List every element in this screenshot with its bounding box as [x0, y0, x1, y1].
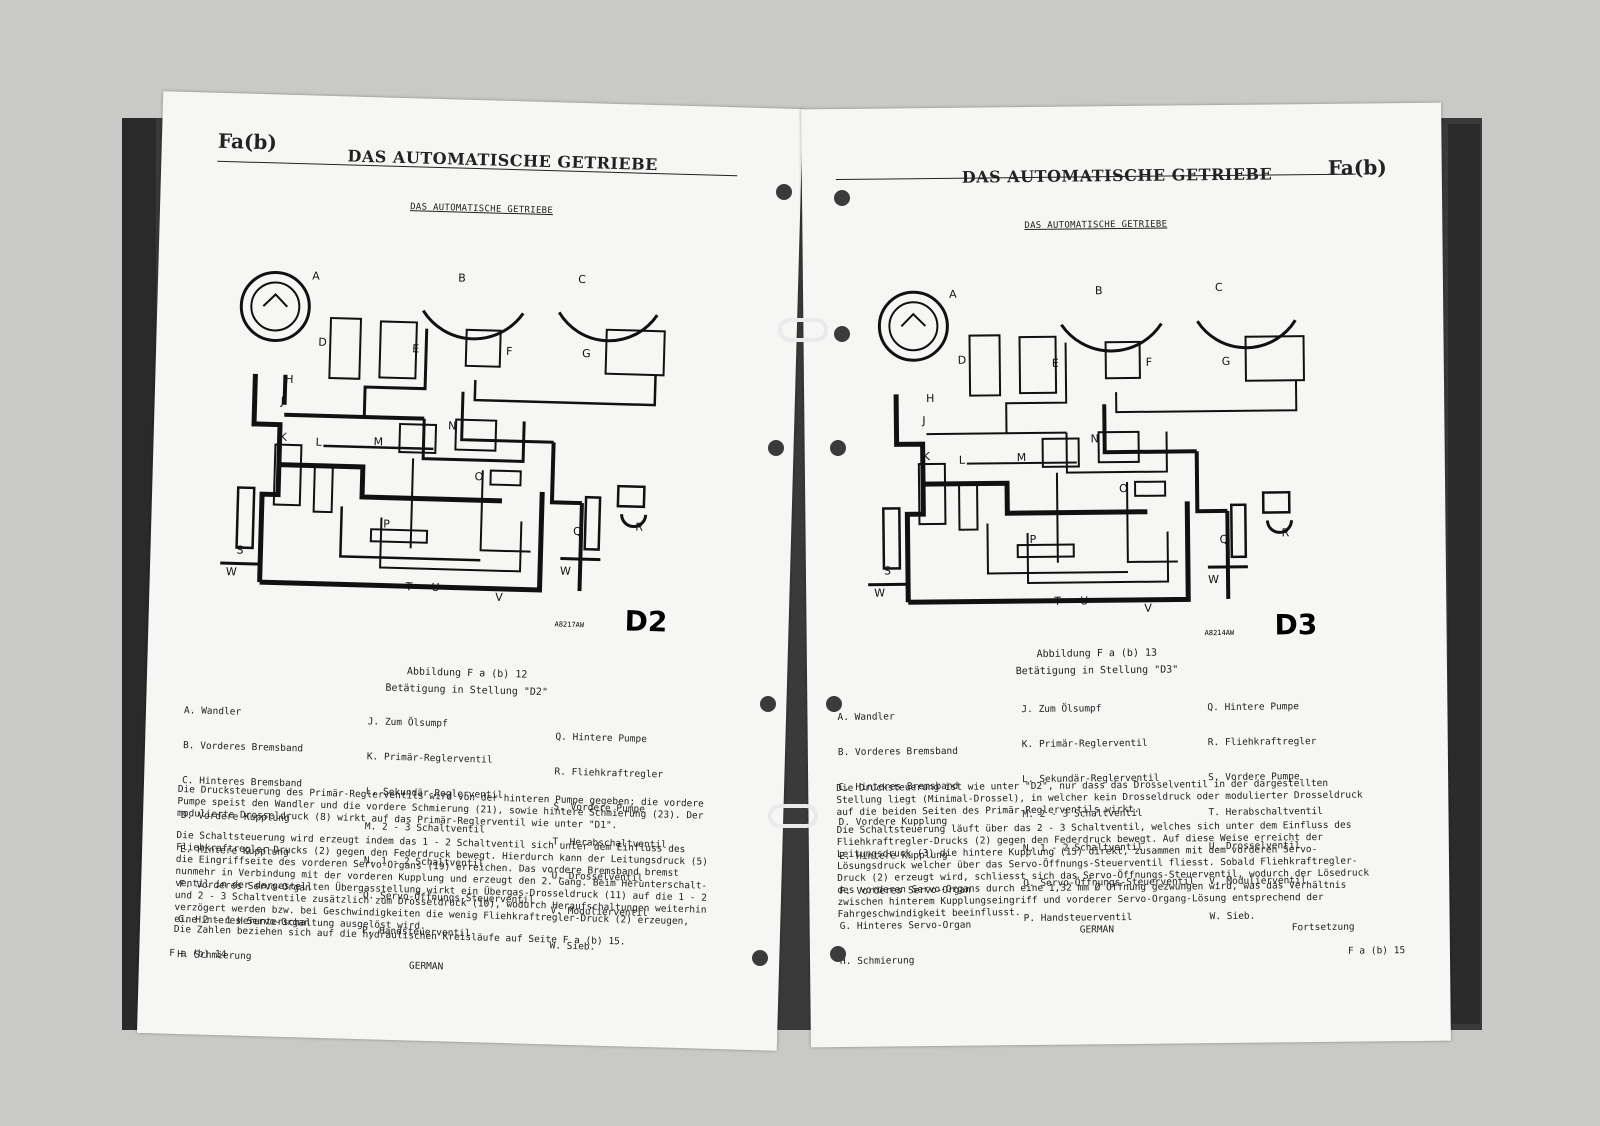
diagram-label-l: L — [959, 454, 966, 467]
language-tag: GERMAN — [408, 960, 444, 973]
diagram-label-a: A — [312, 269, 320, 282]
diagram-label-k: K — [279, 431, 287, 444]
body-paragraph-1: Die Drucksteuerung ist wie unter "D2", n… — [836, 777, 1363, 819]
continued-label: Fortsetzung — [1291, 921, 1355, 934]
legend-item: G. Hinteres Servo-Organ — [839, 919, 972, 932]
diagram-label-n: N — [1091, 432, 1099, 445]
diagram-label-j: J — [279, 395, 284, 408]
diagram-label-q: Q — [573, 525, 582, 538]
punch-hole — [768, 440, 784, 456]
legend-item: R. Fliehkraftregler — [1207, 735, 1317, 749]
body-paragraph-2: Die Schaltsteuerung wird erzeugt indem d… — [174, 829, 709, 932]
diagram-label-o: O — [1119, 482, 1128, 495]
binder-spine-right — [1448, 124, 1480, 1024]
figure-number: Abbildung F a (b) 13 — [1036, 647, 1158, 660]
diagram-label-u: U — [431, 581, 439, 594]
diagram-label-d: D — [318, 336, 327, 349]
page-number: F a (b) 15 — [1347, 945, 1406, 957]
legend-item: K. Primär-Reglerventil — [1021, 737, 1148, 751]
diagram-label-w: W — [226, 565, 237, 578]
diagram-label-t: T — [1053, 595, 1061, 608]
right-page: DAS AUTOMATISCHE GETRIEBE Fa(b) DAS AUTO… — [801, 102, 1451, 1048]
punch-hole — [752, 950, 768, 966]
diagram-label-t: T — [404, 580, 412, 593]
header-title: DAS AUTOMATISCHE GETRIEBE — [347, 146, 659, 175]
punch-hole — [834, 190, 850, 206]
diagram-label-g: G — [582, 347, 591, 360]
diagram-label-c: C — [578, 273, 586, 286]
diagram-label-g: G — [1222, 355, 1231, 368]
figure-number: Abbildung F a (b) 12 — [406, 666, 528, 681]
body-paragraph-2: Die Schaltsteuerung läuft über das 2 - 3… — [836, 819, 1370, 921]
diagram-label-u: U — [1080, 594, 1088, 607]
diagram-label-a: A — [949, 288, 957, 301]
diagram-label-n: N — [448, 419, 457, 432]
diagram-label-h: H — [926, 392, 934, 405]
punch-hole — [830, 440, 846, 456]
diagram-label-p: P — [1030, 533, 1037, 546]
diagram-label-o: O — [474, 470, 483, 483]
diagram-label-f: F — [1146, 356, 1152, 369]
diagram-label-e: E — [412, 342, 419, 355]
diagram-label-m: M — [1017, 451, 1027, 464]
language-tag: GERMAN — [1079, 924, 1115, 936]
diagram-ref: A8214AW — [1205, 629, 1235, 637]
legend-item: J. Zum Ölsumpf — [367, 716, 448, 730]
diagram-position-label: D2 — [624, 604, 668, 638]
diagram-label-d: D — [958, 354, 967, 367]
diagram-label-s: S — [884, 564, 891, 577]
diagram-label-r: R — [1281, 526, 1289, 539]
diagram-label-r: R — [635, 521, 643, 534]
subheading: DAS AUTOMATISCHE GETRIEBE — [1024, 219, 1168, 232]
diagram-label-e: E — [1052, 357, 1059, 370]
figure-caption: Abbildung F a (b) 13 Betätigung in Stell… — [977, 647, 1217, 678]
diagram-position-label: D3 — [1274, 608, 1317, 641]
punch-hole — [776, 184, 792, 200]
diagram-label-h: H — [285, 373, 294, 386]
hydraulic-diagram-d3: A B C D E F G H J K L M N O P Q R S T U … — [868, 281, 1317, 641]
legend-item: B. Vorderes Bremsband — [837, 745, 959, 758]
punch-hole — [834, 326, 850, 342]
diagram-label-s: S — [236, 543, 243, 556]
punch-hole — [826, 696, 842, 712]
diagram-label-w2: W — [560, 565, 571, 578]
hydraulic-diagram-d2: A B C D E F G H J K L M N O P Q R S T U … — [220, 269, 668, 639]
diagram-label-j: J — [921, 414, 925, 427]
diagram-label-w: W — [874, 587, 885, 600]
legend-item: B. Vorderes Bremsband — [182, 740, 304, 755]
punch-hole — [830, 946, 846, 962]
legend-item: Q. Hintere Pumpe — [1207, 701, 1299, 714]
diagram-label-b: B — [1095, 284, 1103, 297]
legend-item: J. Zum Ölsumpf — [1021, 703, 1102, 716]
diagram-label-w2: W — [1208, 573, 1219, 586]
legend-item: R. Fliehkraftregler — [554, 766, 664, 781]
diagram-label-k: K — [923, 450, 931, 463]
diagram-label-v: V — [1144, 602, 1152, 615]
diagram-label-p: P — [383, 518, 390, 531]
diagram-label-l: L — [315, 436, 322, 449]
diagram-label-c: C — [1215, 281, 1223, 294]
punch-hole — [760, 696, 776, 712]
page-code: Fa(b) — [217, 128, 278, 155]
legend-item: H. Schmierung — [839, 954, 915, 967]
left-page: Fa(b) DAS AUTOMATISCHE GETRIEBE DAS AUTO… — [136, 91, 804, 1051]
binder-ring — [768, 804, 818, 828]
binder-ring — [778, 318, 828, 342]
legend-item: K. Primär-Reglerventil — [366, 751, 493, 766]
legend-item: A. Wandler — [837, 711, 895, 724]
diagram-label-f: F — [506, 345, 513, 358]
legend-item: A. Wandler — [183, 705, 242, 718]
header-title: DAS AUTOMATISCHE GETRIEBE — [961, 164, 1273, 187]
diagram-label-b: B — [458, 272, 466, 285]
figure-subtitle: Betätigung in Stellung "D3" — [1015, 664, 1179, 678]
diagram-label-m: M — [373, 435, 383, 448]
page-number: F a (b) 14 — [169, 947, 227, 961]
diagram-label-v: V — [495, 591, 503, 604]
page-code: Fa(b) — [1327, 155, 1387, 180]
diagram-label-q: Q — [1220, 533, 1229, 546]
diagram-ref: A8217AW — [554, 620, 584, 629]
legend-item: Q. Hintere Pumpe — [555, 731, 648, 746]
subheading: DAS AUTOMATISCHE GETRIEBE — [409, 202, 554, 217]
